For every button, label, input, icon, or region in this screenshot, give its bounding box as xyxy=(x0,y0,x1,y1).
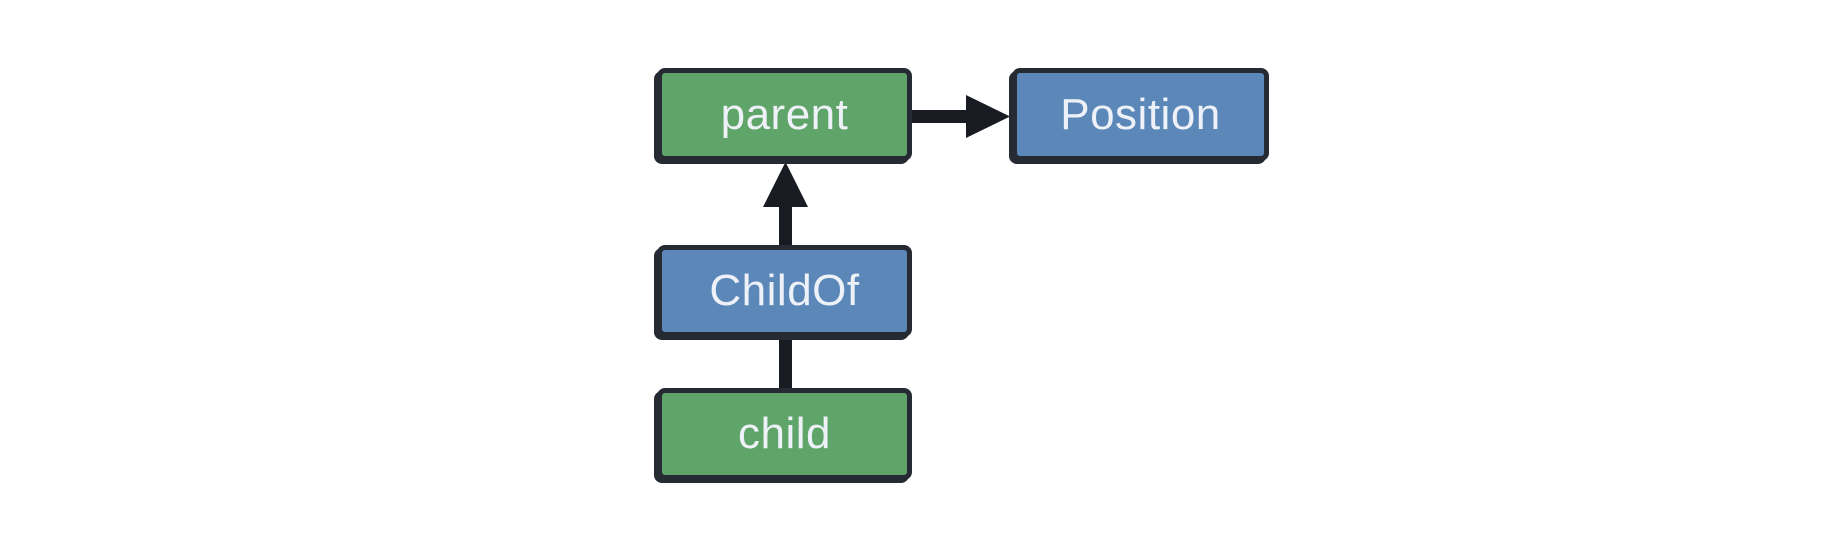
node-position: Position xyxy=(1012,68,1269,161)
node-child-label: child xyxy=(738,409,831,458)
node-position-label: Position xyxy=(1060,89,1221,139)
edge-childof-to-parent-arrow xyxy=(763,162,808,246)
edge-child-to-childof-line xyxy=(779,337,792,389)
node-childof: ChildOf xyxy=(657,245,912,337)
node-parent-label: parent xyxy=(720,89,849,139)
node-parent: parent xyxy=(657,68,912,161)
node-childof-label: ChildOf xyxy=(709,266,860,315)
node-child: child xyxy=(657,388,912,480)
edge-parent-to-position-arrow xyxy=(908,95,1010,138)
